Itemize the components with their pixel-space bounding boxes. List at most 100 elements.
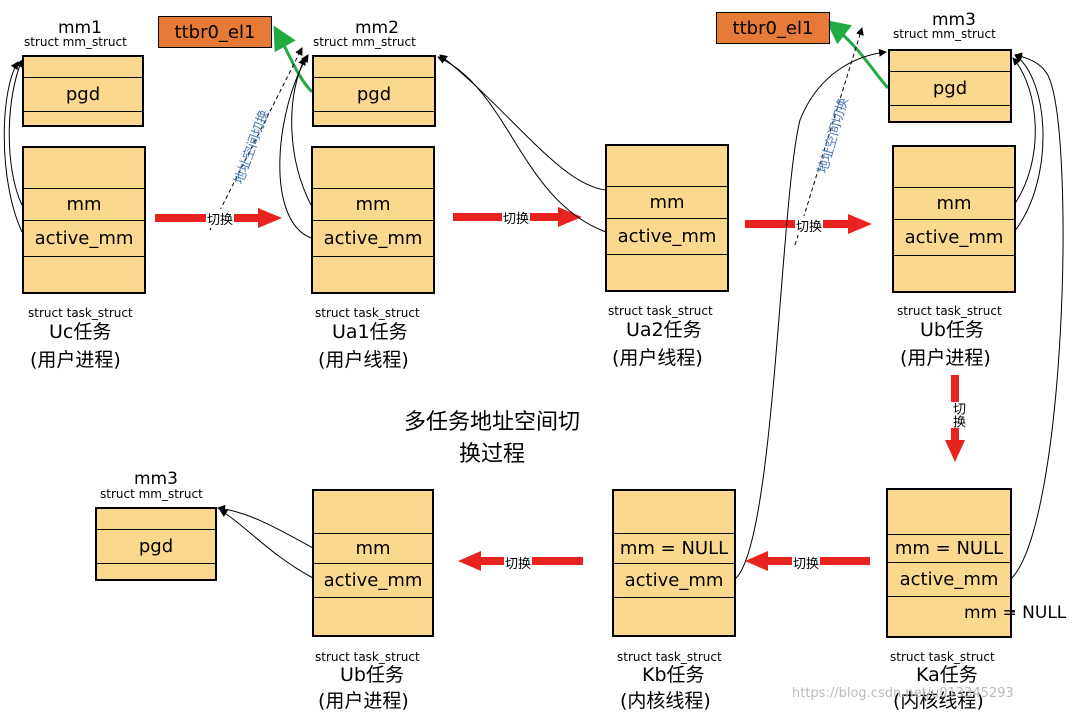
switch-label-1: 切换: [206, 209, 235, 228]
uc-name: Uc任务: [49, 321, 112, 343]
mm3-bottom-name: mm3: [134, 469, 178, 489]
mm2-name: mm2: [355, 18, 399, 38]
switch-label-5: 切换: [792, 553, 821, 572]
ka-row-top: [888, 490, 1010, 534]
ub-top-row-bottom: [894, 255, 1014, 293]
kb-row-bottom: [614, 597, 734, 637]
switch-label-6: 切换: [504, 553, 533, 572]
mm3-bottom-row-bottom: [97, 563, 215, 581]
ttbr0-register-2: ttbr0_el1: [716, 12, 830, 44]
mm1-struct: pgd: [22, 55, 144, 127]
ua2-kind: (用户线程): [612, 347, 703, 369]
ub-bottom-name: Ub任务: [340, 664, 404, 686]
uc-kind: (用户进程): [30, 349, 121, 371]
ua2-task-struct: mm active_mm: [605, 144, 729, 292]
uc-row-bottom: [24, 256, 144, 294]
mm2-type: struct mm_struct: [313, 35, 416, 49]
ua2-type: struct task_struct: [608, 304, 713, 318]
switch-label-4: 切换: [947, 402, 968, 428]
ub-top-row-top: [894, 147, 1014, 187]
ub-top-active-mm: active_mm: [894, 219, 1014, 255]
kb-name: Kb任务: [642, 664, 705, 686]
ua1-name: Ua1任务: [332, 321, 408, 343]
pointer-uc-active: [3, 61, 23, 233]
ttbr-arrow-1: [273, 25, 314, 94]
ub-bottom-row-top: [314, 491, 432, 533]
ub-top-type: struct task_struct: [897, 304, 1002, 318]
mm1-row-bottom: [24, 111, 142, 127]
ua2-row-top: [607, 146, 727, 186]
mm2-pgd: pgd: [314, 77, 434, 111]
ttbr0-register-1: ttbr0_el1: [158, 16, 272, 48]
ua1-mm: mm: [313, 188, 433, 220]
ub-bottom-active-mm: active_mm: [314, 563, 432, 597]
title-line-2: 换过程: [458, 442, 525, 467]
pointer-ub2-mm: [217, 504, 314, 549]
mm1-name: mm1: [58, 18, 102, 38]
pointer-ua2-active: [437, 56, 607, 233]
ub-top-task-struct: mm active_mm: [892, 145, 1016, 293]
ua1-row-top: [313, 148, 433, 188]
mm3-top-row-top: [890, 51, 1010, 71]
mm3-top-pgd: pgd: [890, 71, 1010, 105]
switch-label-2: 切换: [502, 208, 531, 227]
ka-active-mm: active_mm: [888, 562, 1010, 596]
uc-mm: mm: [24, 188, 144, 220]
diagram-title: 多任务地址空间切 换过程: [392, 407, 592, 471]
mm3-bottom-struct: pgd: [95, 507, 217, 581]
uc-type: struct task_struct: [28, 306, 133, 320]
kb-task-struct: mm = NULL active_mm: [612, 489, 736, 637]
mm3-bottom-row-top: [97, 509, 215, 529]
ua1-task-struct: mm active_mm: [311, 146, 435, 294]
ua1-kind: (用户线程): [318, 349, 409, 371]
ua2-mm: mm: [607, 186, 727, 218]
pointer-kb-active: [735, 48, 887, 579]
pointer-ua1-active: [279, 54, 312, 239]
mm2-row-bottom: [314, 111, 434, 127]
mm2-struct: pgd: [312, 55, 436, 127]
ub-bottom-type: struct task_struct: [315, 650, 420, 664]
addr-switch-line-1: [209, 47, 303, 231]
pointer-ua2-mm: [439, 54, 607, 191]
pointer-ub-active: [1013, 54, 1044, 233]
mm3-top-row-bottom: [890, 105, 1010, 123]
ua2-row-bottom: [607, 254, 727, 292]
ub-bottom-mm: mm: [314, 533, 432, 563]
ub-bottom-task-struct: mm active_mm: [312, 489, 434, 637]
ka-type: struct task_struct: [890, 650, 995, 664]
mm1-type: struct mm_struct: [24, 35, 127, 49]
mm3-bottom-type: struct mm_struct: [100, 487, 203, 501]
ka-kind: (内核线程): [893, 690, 984, 712]
pointer-ka-active: [1011, 52, 1064, 579]
kb-kind: (内核线程): [620, 690, 711, 712]
ub-top-kind: (用户进程): [900, 347, 991, 369]
uc-active-mm: active_mm: [24, 220, 144, 256]
uc-task-struct: mm active_mm: [22, 146, 146, 294]
ka-side-note: mm = NULL: [964, 603, 1067, 623]
ka-name: Ka任务: [916, 664, 978, 686]
mm3-top-type: struct mm_struct: [893, 27, 996, 41]
watermark: https://blog.csdn.net/u013345293: [792, 686, 1014, 701]
kb-mm: mm = NULL: [614, 533, 734, 563]
ub-bottom-row-bottom: [314, 597, 432, 637]
mm3-top-name: mm3: [932, 10, 976, 30]
mm2-row-top: [314, 57, 434, 77]
switch-label-3: 切换: [795, 216, 824, 235]
kb-row-top: [614, 491, 734, 533]
addr-switch-line-2: [794, 27, 864, 246]
ka-mm: mm = NULL: [888, 534, 1010, 562]
pointer-uc-mm: [8, 59, 23, 206]
ub-top-name: Ub任务: [920, 319, 984, 341]
ua1-type: struct task_struct: [315, 306, 420, 320]
ttbr-arrow-2: [825, 20, 890, 89]
kb-active-mm: active_mm: [614, 563, 734, 597]
ua2-name: Ua2任务: [626, 319, 702, 341]
ub-bottom-kind: (用户进程): [318, 690, 409, 712]
ka-row-bottom: [888, 596, 1010, 638]
ua1-row-bottom: [313, 256, 433, 294]
mm1-row-top: [24, 57, 142, 77]
uc-row-top: [24, 148, 144, 188]
pointer-ub2-active: [219, 509, 314, 579]
ka-task-struct: mm = NULL active_mm: [886, 488, 1012, 638]
